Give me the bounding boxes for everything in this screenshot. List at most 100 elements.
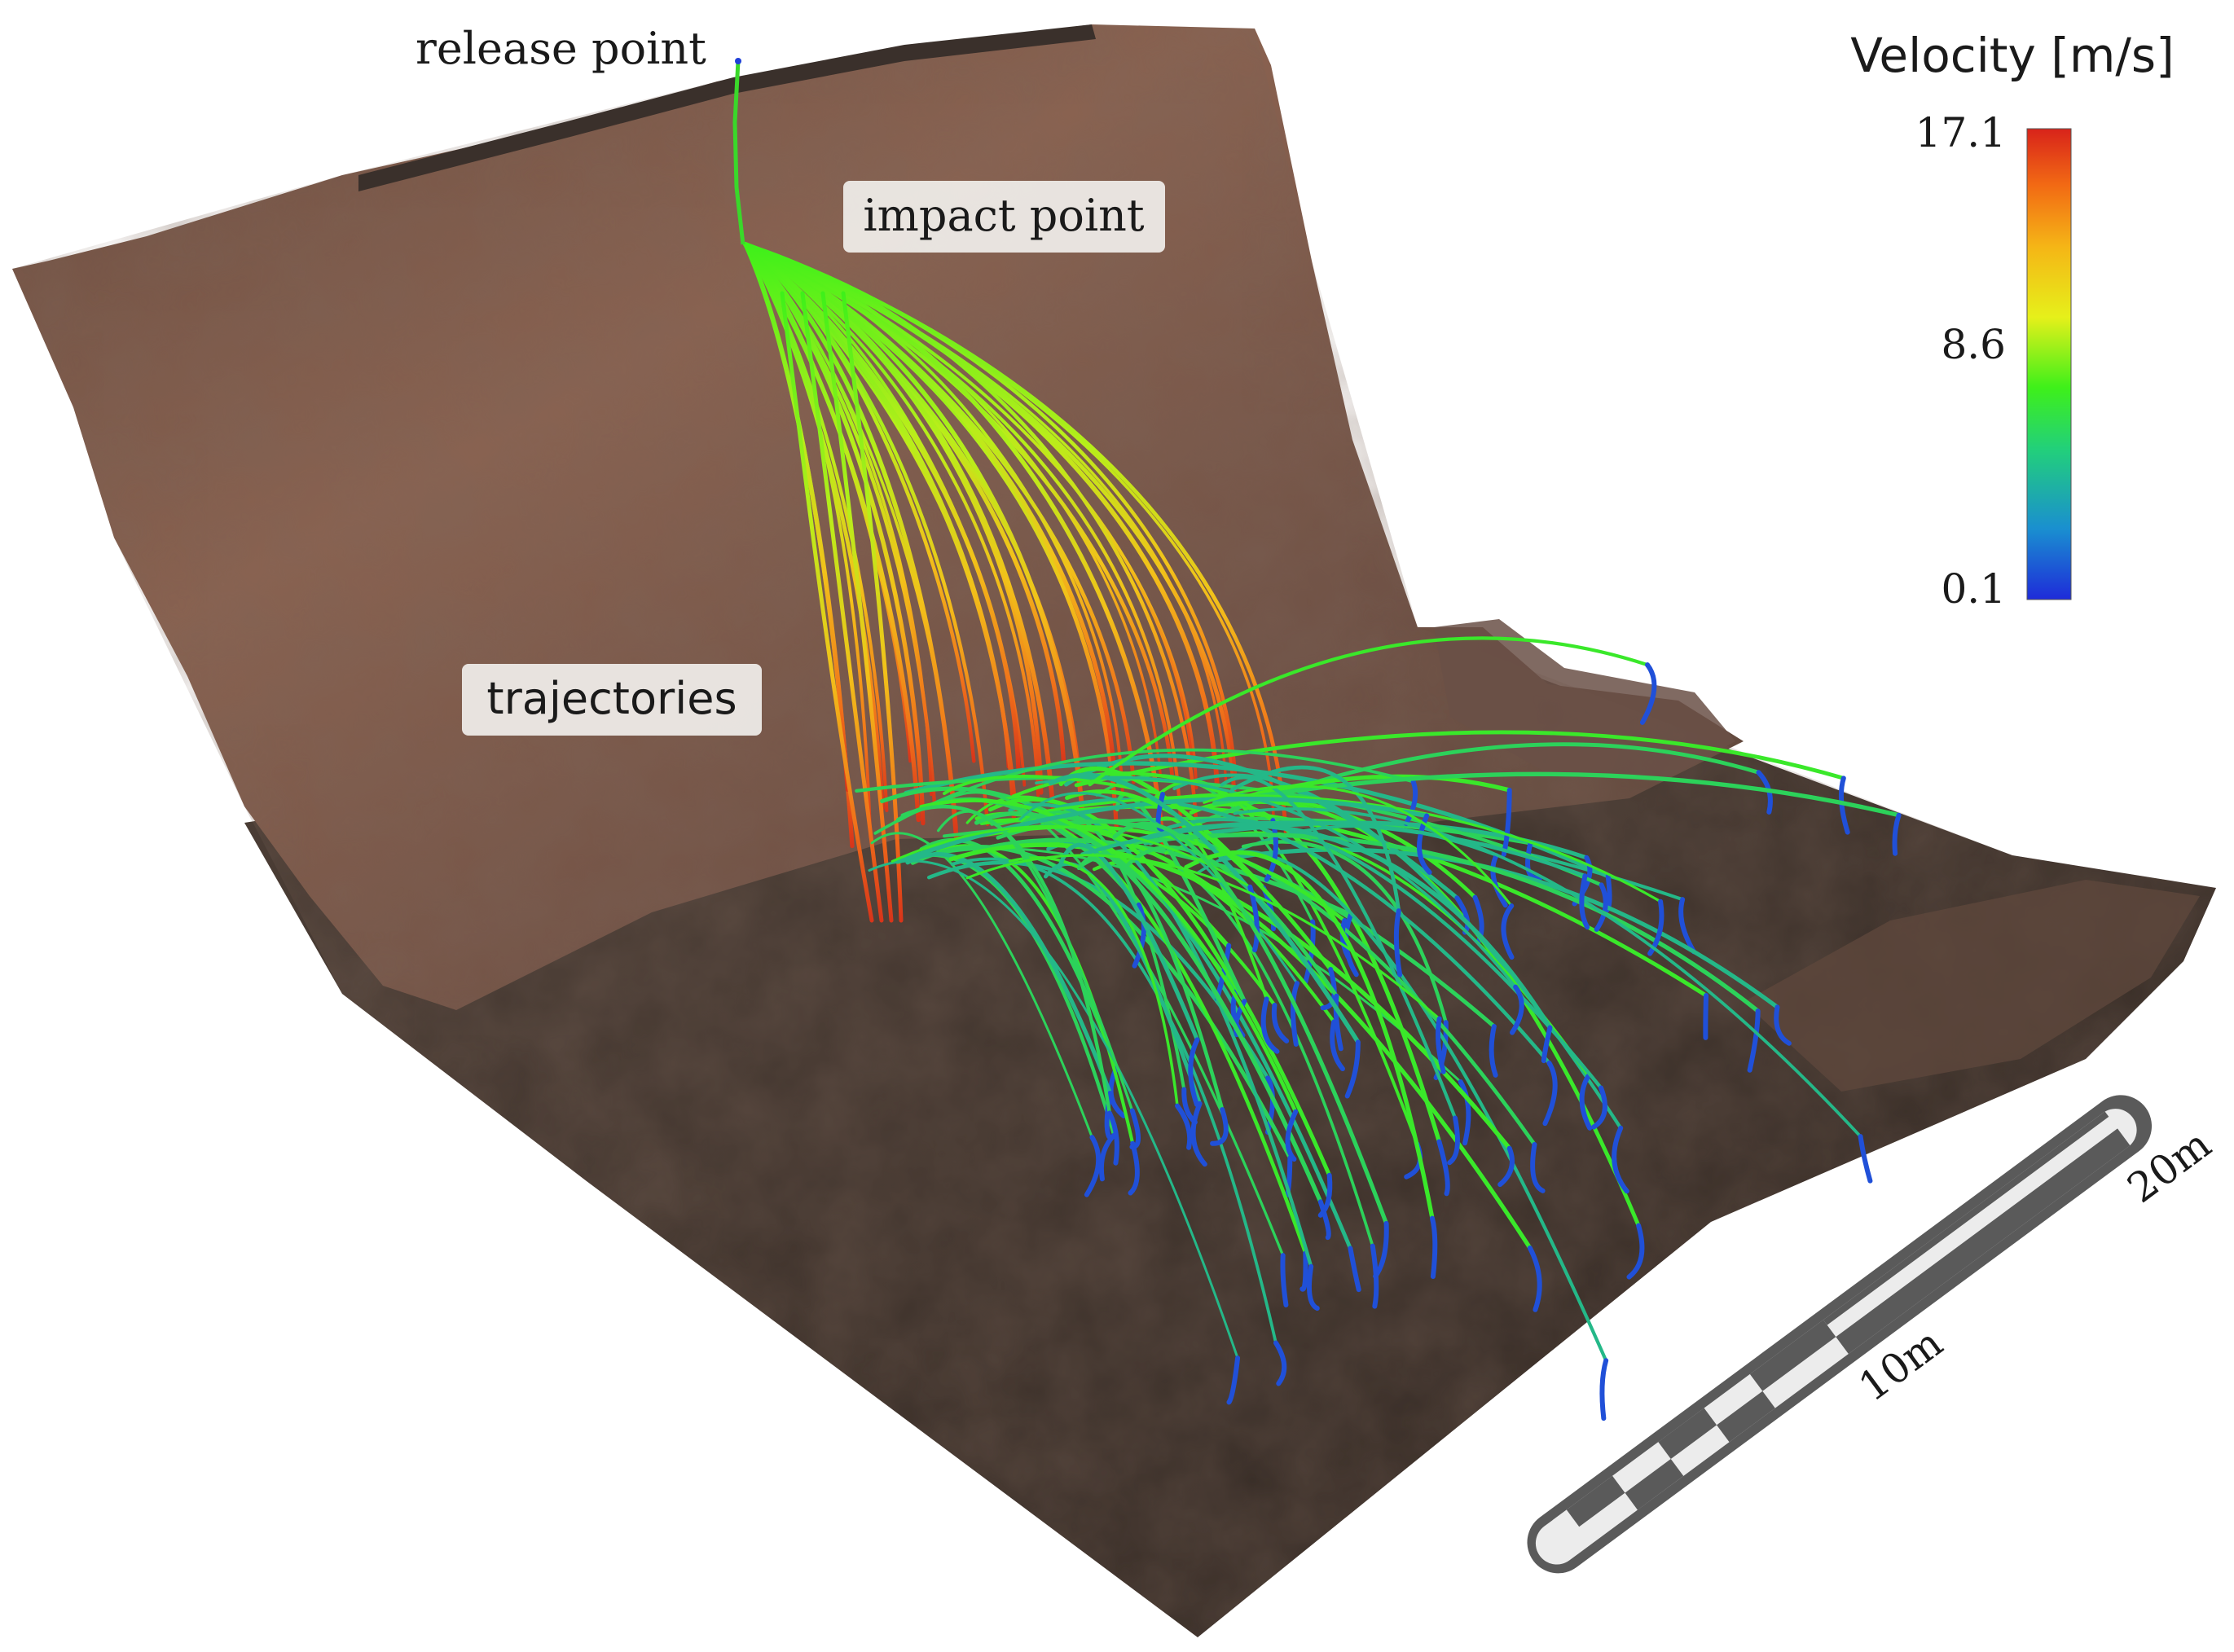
runout-trajectory-end <box>1647 898 1665 956</box>
runout-trajectory-end <box>1858 1134 1873 1184</box>
runout-trajectory-end <box>1530 1141 1546 1193</box>
runout-trajectory-end <box>1612 1125 1629 1194</box>
right-mound <box>1744 880 2200 1092</box>
runout-trajectory-end <box>1594 882 1608 932</box>
runout-trajectory-end <box>1343 912 1359 978</box>
runout-trajectory-end <box>1084 1135 1102 1197</box>
runout-trajectory-end <box>1333 993 1343 1052</box>
trajectories-tag <box>462 664 762 736</box>
runout-trajectory-end <box>1291 981 1300 1047</box>
runout-trajectory <box>1112 821 1389 1226</box>
trajectories-label: trajectories <box>486 673 737 724</box>
runout-trajectory <box>868 859 1239 1360</box>
label-trajectories: trajectories <box>462 664 762 736</box>
runout-trajectory <box>948 842 1512 1151</box>
runout-trajectory-end <box>1300 1250 1308 1292</box>
falling-trajectory <box>744 243 1228 784</box>
runout-trajectory <box>1048 772 1361 1044</box>
falling-trajectory <box>744 243 1194 768</box>
crest-top <box>358 24 1096 191</box>
colorbar-max-label: 17.1 <box>1915 109 2006 156</box>
runout-trajectory-end <box>1591 1085 1607 1130</box>
colorbar-mid-label: 8.6 <box>1941 321 2006 368</box>
runout-trajectory-end <box>1429 1215 1438 1280</box>
falling-trajectory <box>743 242 889 812</box>
runout-trajectory-end <box>1542 1060 1558 1127</box>
runout-trajectory-end <box>1132 902 1146 969</box>
runout-trajectory <box>1233 807 1862 1139</box>
falling-trajectory <box>743 242 1183 829</box>
runout-trajectory-end <box>1541 1025 1553 1064</box>
colorbar-title: Velocity [m/s] <box>1850 28 2174 83</box>
runout-trajectory <box>1184 850 1435 1221</box>
runout-trajectory <box>936 810 1134 1113</box>
trajectories-runout <box>855 636 1902 1421</box>
runout-trajectory-end <box>1678 897 1696 955</box>
falling-trajectory <box>820 291 894 923</box>
falling-trajectory <box>841 291 904 923</box>
runout-trajectory-end <box>1348 1246 1361 1293</box>
scale-segment-1 <box>1566 1475 1625 1527</box>
runout-trajectory <box>987 797 1332 1178</box>
runout-trajectory-end <box>1210 1107 1229 1146</box>
runout-trajectory <box>1151 816 1269 1001</box>
runout-trajectory <box>1230 765 1401 913</box>
velocity-colorbar: Velocity [m/s] 17.1 8.6 0.1 <box>1850 28 2174 613</box>
runout-trajectory-end <box>1226 1355 1241 1405</box>
runout-trajectory <box>1189 802 1442 1145</box>
runout-trajectory <box>1161 817 1603 1090</box>
impact-point-tag <box>843 181 1165 253</box>
runout-trajectory <box>870 832 1093 1139</box>
label-release-point: release point <box>416 23 706 74</box>
trajectories-falling <box>743 242 1288 923</box>
runout-trajectory-end <box>1285 1109 1299 1162</box>
impact-point-label: impact point <box>863 190 1144 241</box>
runout-trajectory-end <box>1599 1358 1609 1421</box>
colorbar-min-label: 0.1 <box>1941 565 2006 613</box>
runout-trajectory <box>1217 774 1512 806</box>
colorbar-gradient <box>2026 128 2072 600</box>
runout-trajectory <box>942 775 1164 797</box>
scale-segment-7 <box>1823 1111 2109 1325</box>
runout-trajectory-end <box>1330 1019 1345 1072</box>
scale-segment-6 <box>1836 1128 2131 1355</box>
runout-trajectory-end <box>1436 1139 1450 1197</box>
runout-trajectory-end <box>1626 1223 1645 1280</box>
runout-trajectory-end <box>1344 1039 1361 1099</box>
runout-trajectory <box>965 854 1441 1021</box>
runout-trajectory <box>1125 845 1339 998</box>
falling-trajectory <box>744 243 1084 799</box>
runout-trajectory-end <box>1104 1090 1113 1140</box>
runout-trajectory-end <box>1306 1263 1320 1311</box>
runout-trajectory <box>1203 784 1513 907</box>
runout-trajectory <box>1057 842 1200 1042</box>
runout-trajectory <box>1035 775 1517 989</box>
runout-trajectory-end <box>1490 853 1508 908</box>
runout-trajectory <box>873 748 1415 835</box>
runout-trajectory <box>891 825 1251 889</box>
falling-trajectory <box>743 242 851 793</box>
falling-trajectory <box>744 243 1040 797</box>
falling-trajectory <box>743 242 1288 835</box>
runout-trajectory-end <box>1128 1140 1140 1196</box>
runout-trajectory-end <box>1892 812 1902 856</box>
runout-trajectory-end <box>1339 918 1351 960</box>
release-trajectory <box>732 60 745 245</box>
falling-trajectory <box>743 242 921 823</box>
runout-trajectory-end <box>1774 1004 1792 1046</box>
runout-trajectory-end <box>1190 1101 1207 1167</box>
scale-segment-3 <box>1658 1408 1717 1460</box>
runout-trajectory <box>905 852 1113 1096</box>
runout-trajectory-end <box>1260 996 1280 1054</box>
scale-segment-5 <box>1749 1320 1836 1391</box>
falling-trajectory <box>743 242 959 841</box>
runout-trajectory-end <box>1129 1108 1141 1150</box>
runout-trajectory-end <box>1579 1073 1593 1131</box>
runout-trajectory-end <box>1280 1253 1289 1307</box>
runout-trajectory-end <box>1447 1115 1460 1166</box>
label-impact-point: impact point <box>843 181 1165 253</box>
runout-trajectory-end <box>1489 1024 1498 1078</box>
runout-trajectory-end <box>1320 966 1337 1011</box>
runout-trajectory-end <box>1273 1340 1287 1386</box>
